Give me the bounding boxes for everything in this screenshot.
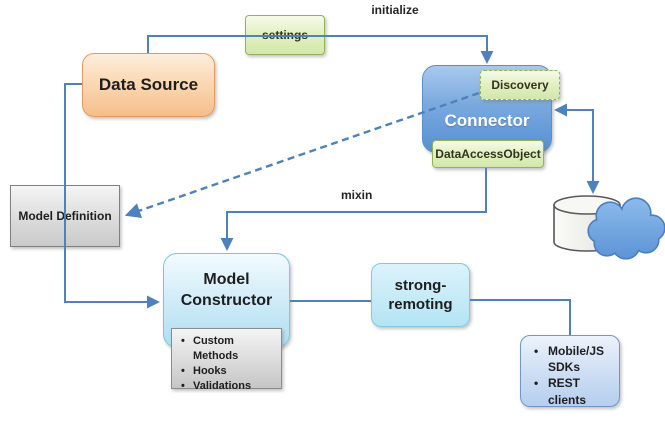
edge-label-initialize: initialize	[371, 3, 419, 17]
node-data-access-object: DataAccessObject	[432, 140, 544, 168]
client-item: Mobile/JS SDKs	[531, 343, 617, 375]
feature-item: Hooks	[178, 364, 279, 379]
database-icon	[553, 195, 621, 252]
node-strong-remoting: strong-remoting	[371, 263, 470, 327]
node-settings: settings	[245, 15, 325, 55]
feature-item: Custom Methods	[178, 334, 279, 364]
node-data-source: Data Source	[82, 53, 215, 117]
edge-label-mixin: mixin	[341, 188, 373, 202]
edge-mixin	[220, 168, 487, 251]
edge-connector-database	[554, 103, 600, 194]
feature-item: Validations	[178, 379, 279, 394]
node-discovery: Discovery	[480, 70, 560, 100]
edge-strongremoting-clients	[470, 299, 571, 335]
cloud-icon	[587, 197, 665, 260]
node-clients: Mobile/JS SDKs REST clients	[520, 335, 620, 407]
client-item: REST clients	[531, 375, 617, 407]
node-model-features: Custom Methods Hooks Validations	[171, 328, 282, 393]
node-model-definition: Model Definition	[10, 185, 120, 247]
